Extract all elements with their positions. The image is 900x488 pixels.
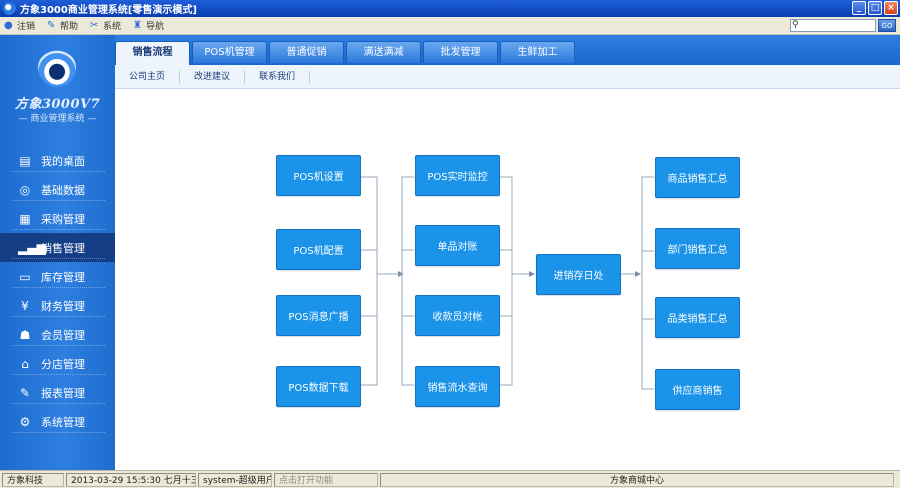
flow-node-supplier-sales[interactable]: 供应商销售 <box>655 369 740 410</box>
menu-bar: ● 注销 ✎ 帮助 ✂ 系统 ♜ 导航 ⚲ GO <box>0 17 900 35</box>
sidebar-item-report[interactable]: ✎ 报表管理 <box>0 378 115 407</box>
menu-nav-label: 导航 <box>146 22 165 32</box>
subtab-company-home[interactable]: 公司主页 <box>115 70 181 83</box>
search-input[interactable] <box>790 19 876 32</box>
title-bar: 方象3000商业管理系统[零售演示模式] _ □ × <box>0 0 900 17</box>
report-icon: ✎ <box>19 385 31 400</box>
sidebar-item-label: 报表管理 <box>41 386 85 400</box>
menu-logout[interactable]: ● 注销 <box>4 19 35 32</box>
sidebar-item-label: 系统管理 <box>41 415 85 429</box>
member-icon: ☗ <box>19 327 31 342</box>
flow-node-pos-settings[interactable]: POS机设置 <box>276 155 361 196</box>
purchase-icon: ▦ <box>19 211 31 226</box>
sidebar: 方象3000V7 — 商业管理系统 — ▤ 我的桌面 ◎ 基础数据 ▦ 采购管理… <box>0 35 115 470</box>
sidebar-item-label: 财务管理 <box>41 299 85 313</box>
subtab-contact-us[interactable]: 联系我们 <box>245 70 311 83</box>
flow-node-dept-sales-summary[interactable]: 部门销售汇总 <box>655 228 740 269</box>
status-center-text: 方象商城中心 <box>380 472 894 487</box>
settings-icon: ⚙ <box>19 414 31 429</box>
sub-navigation: 公司主页 改进建议 联系我们 <box>115 65 900 89</box>
sidebar-item-basic-data[interactable]: ◎ 基础数据 <box>0 175 115 204</box>
flow-node-pos-config[interactable]: POS机配置 <box>276 229 361 270</box>
flow-node-pos-monitor[interactable]: POS实时监控 <box>415 155 500 196</box>
sidebar-item-inventory[interactable]: ▭ 库存管理 <box>0 262 115 291</box>
status-user: system-超级用户 <box>198 472 272 487</box>
sidebar-item-label: 基础数据 <box>41 183 85 197</box>
sidebar-item-branch[interactable]: ⌂ 分店管理 <box>0 349 115 378</box>
sidebar-item-label: 库存管理 <box>41 270 85 284</box>
inventory-icon: ▭ <box>19 269 31 284</box>
sidebar-item-desktop[interactable]: ▤ 我的桌面 <box>0 146 115 175</box>
logo-area: 方象3000V7 — 商业管理系统 — <box>0 35 115 130</box>
tab-list: 销售流程 POS机管理 普通促销 满送满减 批发管理 生鲜加工 <box>115 41 577 65</box>
sidebar-item-label: 销售管理 <box>41 241 85 255</box>
flow-node-item-reconcile[interactable]: 单品对账 <box>415 225 500 266</box>
status-datetime: 2013-03-29 15:5:30 七月十三 <box>66 472 196 487</box>
branch-icon: ⌂ <box>21 356 29 371</box>
flow-node-daily-process[interactable]: 进销存日处 <box>536 254 621 295</box>
flow-node-pos-download[interactable]: POS数据下载 <box>276 366 361 407</box>
subtab-suggestions[interactable]: 改进建议 <box>180 70 246 83</box>
nav-icon: ♜ <box>133 19 143 31</box>
sidebar-item-purchase[interactable]: ▦ 采购管理 <box>0 204 115 233</box>
flow-node-category-sales-summary[interactable]: 品类销售汇总 <box>655 297 740 338</box>
sidebar-item-label: 分店管理 <box>41 357 85 371</box>
close-button[interactable]: × <box>884 1 898 15</box>
search-box: ⚲ GO <box>790 19 896 32</box>
finance-icon: ¥ <box>21 298 29 313</box>
search-icon: ⚲ <box>792 20 799 30</box>
menu-help[interactable]: ✎ 帮助 <box>47 19 78 32</box>
top-tabstrip: 销售流程 POS机管理 普通促销 满送满减 批发管理 生鲜加工 <box>115 35 900 65</box>
flow-node-sales-journal[interactable]: 销售流水查询 <box>415 366 500 407</box>
tab-sales-flow[interactable]: 销售流程 <box>115 41 190 65</box>
logo-subtitle: — 商业管理系统 — <box>18 114 97 124</box>
sidebar-item-label: 会员管理 <box>41 328 85 342</box>
system-icon: ✂ <box>90 19 99 31</box>
menu-system[interactable]: ✂ 系统 <box>90 19 121 32</box>
window-controls: _ □ × <box>852 1 898 15</box>
tab-pos-management[interactable]: POS机管理 <box>192 41 267 63</box>
sidebar-item-member[interactable]: ☗ 会员管理 <box>0 320 115 349</box>
status-hint: 点击打开功能 <box>274 472 378 487</box>
brand-logo-icon <box>38 49 76 87</box>
tab-full-discount[interactable]: 满送满减 <box>346 41 421 63</box>
sidebar-item-sales[interactable]: ▂▄▆ 销售管理 <box>0 233 115 262</box>
desktop-icon: ▤ <box>19 153 31 168</box>
flow-node-cashier-reconcile[interactable]: 收款员对帐 <box>415 295 500 336</box>
sidebar-item-finance[interactable]: ¥ 财务管理 <box>0 291 115 320</box>
flow-node-product-sales-summary[interactable]: 商品销售汇总 <box>655 157 740 198</box>
app-logo-icon <box>3 2 16 15</box>
window-title: 方象3000商业管理系统[零售演示模式] <box>20 5 197 16</box>
sales-icon: ▂▄▆ <box>18 240 46 255</box>
sidebar-item-settings[interactable]: ⚙ 系统管理 <box>0 407 115 436</box>
maximize-button[interactable]: □ <box>868 1 882 15</box>
help-icon: ✎ <box>47 19 56 31</box>
sidebar-item-label: 我的桌面 <box>41 154 85 168</box>
database-icon: ◎ <box>19 182 31 197</box>
tab-fresh-processing[interactable]: 生鲜加工 <box>500 41 575 63</box>
go-button[interactable]: GO <box>878 19 896 32</box>
flow-canvas: POS机设置 POS机配置 POS消息广播 POS数据下载 POS实时监控 单品… <box>115 89 900 470</box>
logo-text: 方象3000V7 <box>14 97 101 112</box>
menu-help-label: 帮助 <box>60 22 79 32</box>
tab-wholesale[interactable]: 批发管理 <box>423 41 498 63</box>
menu-logout-label: 注销 <box>17 22 36 32</box>
minimize-button[interactable]: _ <box>852 1 866 15</box>
status-bar: 方象科技 2013-03-29 15:5:30 七月十三 system-超级用户… <box>0 470 900 488</box>
sidebar-item-label: 采购管理 <box>41 212 85 226</box>
tab-promotion[interactable]: 普通促销 <box>269 41 344 63</box>
menu-system-label: 系统 <box>103 22 122 32</box>
flow-node-pos-broadcast[interactable]: POS消息广播 <box>276 295 361 336</box>
menu-nav[interactable]: ♜ 导航 <box>133 19 164 32</box>
user-icon: ● <box>4 19 13 31</box>
status-company: 方象科技 <box>2 472 64 487</box>
flow-connectors <box>361 176 654 390</box>
sidebar-nav: ▤ 我的桌面 ◎ 基础数据 ▦ 采购管理 ▂▄▆ 销售管理 ▭ 库存管理 ¥ 财… <box>0 146 115 436</box>
